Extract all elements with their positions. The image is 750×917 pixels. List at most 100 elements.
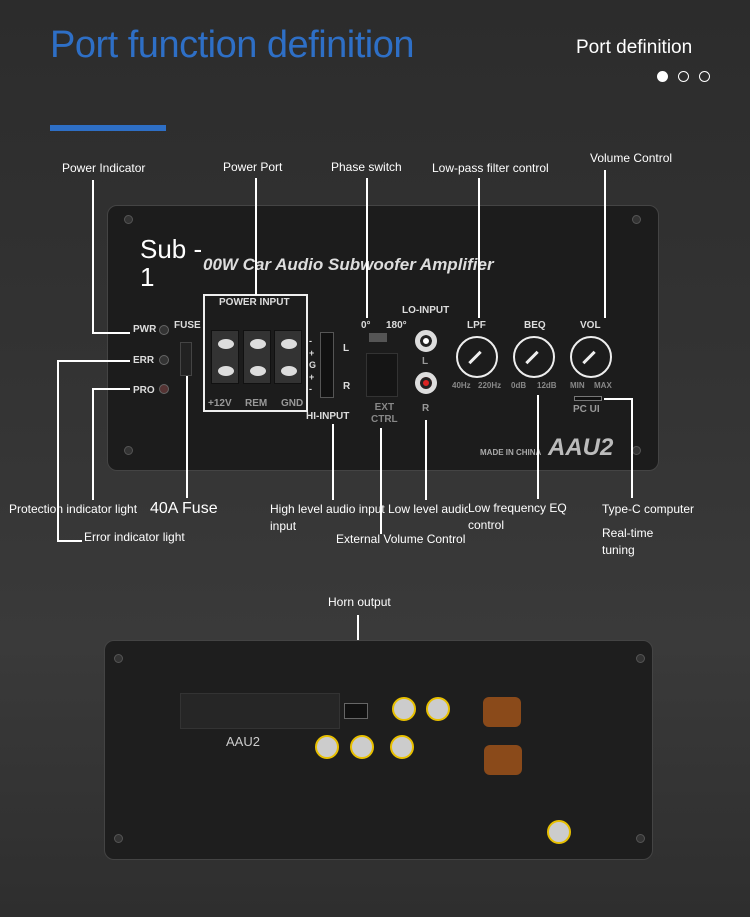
screw — [636, 654, 645, 663]
terminal-12v[interactable] — [211, 330, 239, 384]
power-input-label: POWER INPUT — [219, 297, 290, 308]
horn-output-connector[interactable] — [344, 703, 368, 719]
vol-min: MIN — [570, 381, 585, 390]
fuse-label: FUSE — [174, 320, 201, 331]
rca-left[interactable] — [415, 330, 437, 352]
callout-line — [604, 170, 606, 318]
callout-line — [255, 178, 257, 295]
capacitor — [392, 697, 416, 721]
callout-line — [92, 388, 130, 390]
capacitor — [426, 697, 450, 721]
amplifier-circuit-board — [104, 640, 653, 860]
pro-label: PRO — [133, 385, 155, 396]
label-volume-control: Volume Control — [590, 151, 673, 165]
label-typec: Type-C computer — [602, 502, 695, 516]
product-name: 00W Car Audio Subwoofer Amplifier — [203, 255, 494, 274]
callout-line — [186, 376, 188, 498]
capacitor — [350, 735, 374, 759]
callout-line — [92, 388, 94, 500]
capacitor — [315, 735, 339, 759]
callout-line — [380, 428, 382, 534]
page-title: Port function definition — [50, 24, 415, 66]
callout-line — [604, 398, 632, 400]
label-protection-light: Protection indicator light — [9, 502, 138, 516]
rca-l-label: L — [422, 356, 429, 367]
title-underline — [50, 125, 166, 131]
hi-input-label: HI-INPUT — [306, 411, 350, 422]
made-in-label: MADE IN CHINA — [480, 448, 542, 457]
page-dot-2[interactable] — [678, 71, 689, 82]
err-led — [159, 355, 169, 365]
hi-input-connector[interactable] — [320, 332, 334, 398]
screw — [636, 834, 645, 843]
pcui-label: PC UI — [573, 404, 600, 415]
screw — [114, 654, 123, 663]
phase-180-label: 180° — [386, 320, 407, 331]
model-label: AAU2 — [548, 434, 614, 461]
callout-line — [57, 360, 130, 362]
label-low-level-input: Low level audic — [388, 502, 468, 516]
pwr-label: PWR — [133, 324, 157, 335]
lpf-label: LPF — [467, 320, 486, 331]
callout-line — [537, 395, 539, 499]
label-external-volume: External Volume Control — [336, 532, 466, 546]
label-fuse: 40A Fuse — [150, 500, 218, 517]
ext-ctrl-port[interactable] — [366, 353, 398, 397]
rca-right[interactable] — [415, 372, 437, 394]
label-phase-switch: Phase switch — [331, 160, 402, 174]
callout-line — [332, 424, 334, 500]
callout-line — [92, 180, 94, 334]
screw — [632, 215, 641, 224]
beq-knob[interactable] — [513, 336, 555, 378]
screw — [114, 834, 123, 843]
callout-line — [631, 398, 633, 498]
beq-label: BEQ — [524, 320, 546, 331]
capacitor — [390, 735, 414, 759]
phase-switch[interactable] — [369, 333, 387, 342]
capacitor — [547, 820, 571, 844]
pro-led — [159, 384, 169, 394]
lpf-knob[interactable] — [456, 336, 498, 378]
inductor — [484, 745, 522, 775]
pwr-led — [159, 325, 169, 335]
beq-min: 0dB — [511, 381, 527, 390]
lpf-max: 220Hz — [478, 381, 502, 390]
page-dot-1[interactable] — [657, 71, 668, 82]
label-power-indicator: Power Indicator — [62, 161, 146, 175]
screw — [632, 446, 641, 455]
vol-knob[interactable] — [570, 336, 612, 378]
callout-line — [425, 420, 427, 500]
label-lpf-control: Low-pass filter control — [432, 161, 549, 175]
callout-line — [92, 332, 130, 334]
callout-line — [57, 360, 59, 542]
hi-l-label: L — [343, 343, 350, 354]
terminal-rem[interactable] — [243, 330, 271, 384]
board-model-label: AAU2 — [226, 734, 260, 749]
screw — [124, 215, 133, 224]
screw — [124, 446, 133, 455]
typec-port[interactable] — [574, 396, 602, 401]
lo-input-label: LO-INPUT — [402, 305, 450, 316]
power-input-block — [203, 294, 308, 412]
terminal-rem-label: REM — [245, 398, 268, 409]
mosfet-row — [180, 693, 340, 729]
page-dot-3[interactable] — [699, 71, 710, 82]
fuse-holder — [180, 342, 192, 376]
err-label: ERR — [133, 355, 155, 366]
terminal-gnd[interactable] — [274, 330, 302, 384]
callout-line — [478, 178, 480, 318]
label-power-port: Power Port — [223, 160, 283, 174]
terminal-12v-label: +12V — [208, 398, 232, 409]
label-horn-output: Horn output — [328, 595, 391, 609]
section-subtitle: Port definition — [576, 37, 693, 58]
rca-r-label: R — [422, 403, 430, 414]
callout-line — [366, 178, 368, 318]
terminal-gnd-label: GND — [281, 398, 304, 409]
callout-line — [57, 540, 82, 542]
phase-0-label: 0° — [361, 320, 371, 331]
hi-input-pins: - + G + - — [309, 336, 317, 394]
vol-label: VOL — [580, 320, 601, 331]
